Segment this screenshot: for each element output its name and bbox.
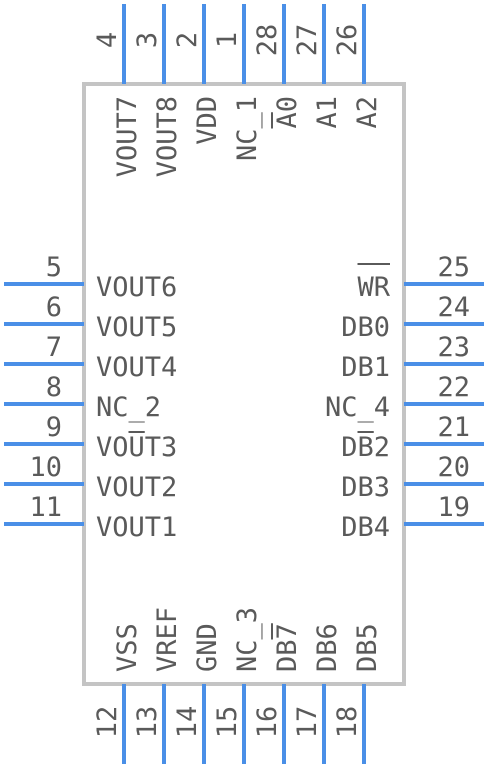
pin-23-label: DB1 xyxy=(341,352,390,383)
pin-7-number: 7 xyxy=(46,332,62,363)
pin-20-label: DB3 xyxy=(341,472,390,503)
pin-22-number: 22 xyxy=(437,372,470,403)
pin-17-number: 17 xyxy=(292,706,323,739)
pin-2-number: 2 xyxy=(172,32,203,48)
pin-9-number: 9 xyxy=(46,412,62,443)
pin-12-number: 12 xyxy=(92,706,123,739)
pin-20-number: 20 xyxy=(437,452,470,483)
pin-16-label: DB7 xyxy=(272,623,303,672)
pin-24-number: 24 xyxy=(437,292,470,323)
pin-1-label: NC_1 xyxy=(232,96,263,161)
pin-2-label: VDD xyxy=(192,96,223,145)
pin-24-label: DB0 xyxy=(341,312,390,343)
pin-28-label: A0 xyxy=(272,96,303,129)
pin-23-number: 23 xyxy=(437,332,470,363)
pin-13-label: VREF xyxy=(152,607,183,672)
pin-1-number: 1 xyxy=(212,32,243,48)
pin-4-number: 4 xyxy=(92,32,123,48)
pins-layer: 5VOUT66VOUT57VOUT48NC_29VOUT310VOUT211VO… xyxy=(4,4,484,764)
pin-6-label: VOUT5 xyxy=(96,312,177,343)
pin-14-number: 14 xyxy=(172,706,203,739)
pin-10-label: VOUT2 xyxy=(96,472,177,503)
pin-27-label: A1 xyxy=(312,96,343,129)
pin-22-label: NC_4 xyxy=(325,392,390,423)
pin-5-number: 5 xyxy=(46,252,62,283)
pin-5-label: VOUT6 xyxy=(96,272,177,303)
pin-16-number: 16 xyxy=(252,706,283,739)
pin-4-label: VOUT7 xyxy=(112,96,143,177)
pin-7-label: VOUT4 xyxy=(96,352,177,383)
pin-27-number: 27 xyxy=(292,24,323,57)
pin-28-number: 28 xyxy=(252,24,283,57)
pin-13-number: 13 xyxy=(132,706,163,739)
pin-3-label: VOUT8 xyxy=(152,96,183,177)
pin-26-number: 26 xyxy=(332,24,363,57)
pin-11-number: 11 xyxy=(29,492,62,523)
pin-19-label: DB4 xyxy=(341,512,390,543)
pin-21-label: DB2 xyxy=(341,432,390,463)
pin-15-label: NC_3 xyxy=(232,607,263,672)
pin-21-number: 21 xyxy=(437,412,470,443)
pin-8-number: 8 xyxy=(46,372,62,403)
pin-19-number: 19 xyxy=(437,492,470,523)
pin-3-number: 3 xyxy=(132,32,163,48)
pin-8-label: NC_2 xyxy=(96,392,161,423)
pin-25-label: WR xyxy=(357,272,390,303)
pin-10-number: 10 xyxy=(29,452,62,483)
pin-11-label: VOUT1 xyxy=(96,512,177,543)
pin-17-label: DB6 xyxy=(312,623,343,672)
pin-25-number: 25 xyxy=(437,252,470,283)
pin-14-label: GND xyxy=(192,623,223,672)
pin-18-number: 18 xyxy=(332,706,363,739)
pin-26-label: A2 xyxy=(352,96,383,129)
pin-6-number: 6 xyxy=(46,292,62,323)
pin-18-label: DB5 xyxy=(352,623,383,672)
pin-15-number: 15 xyxy=(212,706,243,739)
pin-9-label: VOUT3 xyxy=(96,432,177,463)
pin-12-label: VSS xyxy=(112,623,143,672)
